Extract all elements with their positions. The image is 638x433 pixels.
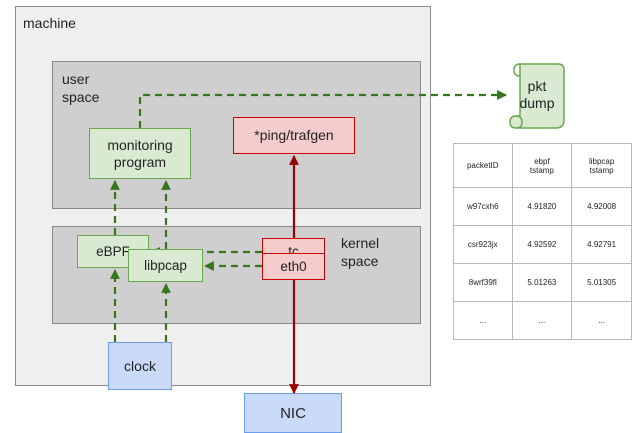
libpcap-node: libpcap bbox=[128, 249, 203, 282]
ebpf-label: eBPF bbox=[96, 244, 130, 259]
monitoring-to-pkt-dump-arrow bbox=[138, 90, 507, 128]
monitoring-program-node: monitoring program bbox=[89, 128, 191, 179]
ping-trafgen-label: *ping/trafgen bbox=[254, 127, 334, 143]
cell-packetid: csr923jx bbox=[453, 225, 513, 264]
table-row: 8wrf39fl 5.01263 5.01305 bbox=[453, 263, 632, 302]
cell-libpcap-tstamp: 4.92791 bbox=[571, 225, 632, 264]
table-row: ... ... ... bbox=[453, 301, 632, 340]
cell-libpcap-tstamp: ... bbox=[571, 301, 632, 340]
table-row: csr923jx 4.92592 4.92791 bbox=[453, 225, 632, 264]
cell-packetid: 8wrf39fl bbox=[453, 263, 513, 302]
cell-libpcap-tstamp: 5.01305 bbox=[571, 263, 632, 302]
machine-label: machine bbox=[23, 15, 76, 31]
pkt-dump-node: pkt dump bbox=[518, 76, 556, 114]
cell-ebpf-tstamp: 4.91820 bbox=[511, 187, 573, 226]
monitoring-program-label: monitoring program bbox=[107, 136, 173, 170]
packet-timestamp-table: packetID ebpf tstamp libpcap tstamp w97c… bbox=[453, 143, 632, 340]
tc-label: tc bbox=[288, 244, 299, 259]
cell-libpcap-tstamp: 4.92008 bbox=[571, 187, 632, 226]
eth0-label: eth0 bbox=[280, 259, 307, 274]
pkt-dump-label: pkt dump bbox=[519, 78, 555, 111]
cell-ebpf-tstamp: 5.01263 bbox=[511, 263, 573, 302]
kernel-space-label: kernel space bbox=[341, 235, 380, 269]
header-packetid: packetID bbox=[453, 143, 513, 188]
ping-trafgen-node: *ping/trafgen bbox=[233, 117, 355, 154]
user-space-label: user space bbox=[62, 71, 100, 105]
clock-node: clock bbox=[108, 342, 172, 390]
nic-label: NIC bbox=[280, 404, 306, 422]
cell-ebpf-tstamp: 4.92592 bbox=[511, 225, 573, 264]
cell-ebpf-tstamp: ... bbox=[511, 301, 573, 340]
clock-label: clock bbox=[124, 357, 156, 374]
header-libpcap-tstamp: libpcap tstamp bbox=[571, 143, 632, 188]
table-header-row: packetID ebpf tstamp libpcap tstamp bbox=[453, 143, 632, 188]
cell-packetid: ... bbox=[453, 301, 513, 340]
table-row: w97cxh6 4.91820 4.92008 bbox=[453, 187, 632, 226]
header-ebpf-tstamp: ebpf tstamp bbox=[511, 143, 573, 188]
eth0-node: eth0 bbox=[262, 253, 325, 280]
libpcap-label: libpcap bbox=[144, 258, 187, 273]
cell-packetid: w97cxh6 bbox=[453, 187, 513, 226]
pkt-dump-scroll-icon bbox=[509, 63, 565, 129]
